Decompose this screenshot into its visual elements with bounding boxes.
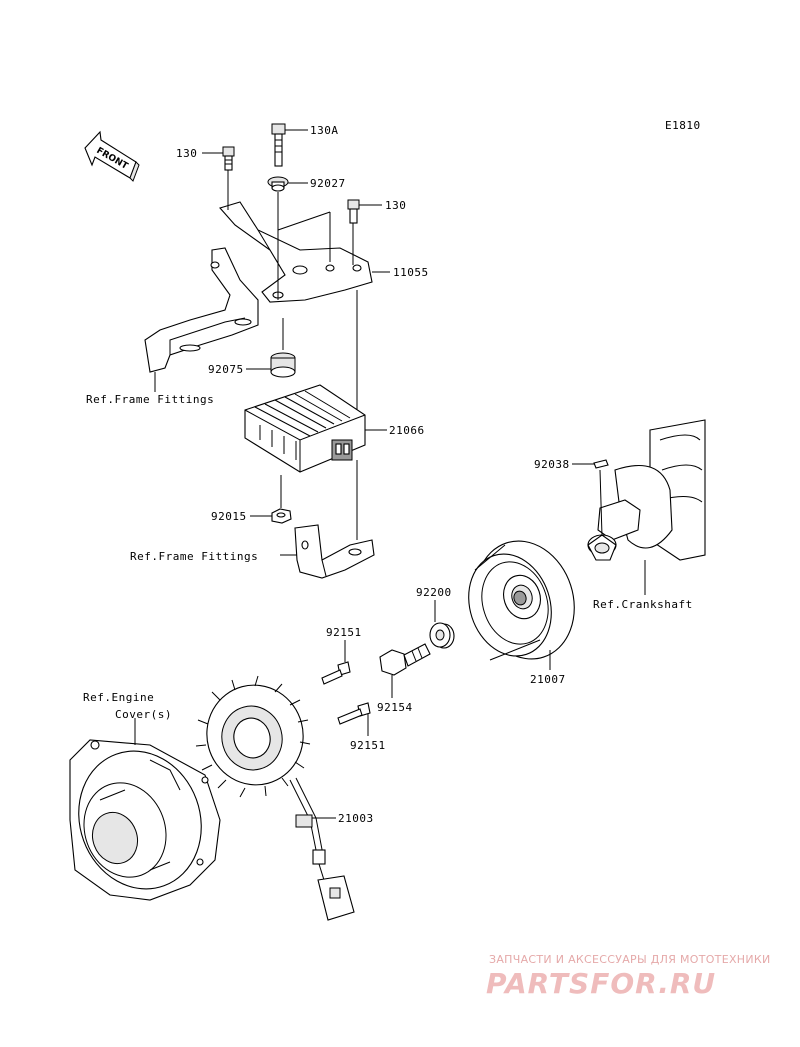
- label-92027: 92027: [310, 177, 346, 190]
- watermark-brand: PARTSFOR.RU: [486, 967, 716, 1000]
- bolt-130A: [271, 123, 286, 167]
- bolt-92154: [379, 643, 431, 676]
- nut-92015: [271, 508, 292, 524]
- bolt-130-left: [222, 146, 235, 171]
- diagram-code: E1810: [665, 119, 701, 132]
- grommet-92075: [270, 352, 296, 378]
- label-21003: 21003: [338, 812, 374, 825]
- label-130A: 130A: [310, 124, 339, 137]
- label-92154: 92154: [377, 701, 413, 714]
- label-130-right: 130: [385, 199, 406, 212]
- bolt-130-right: [347, 199, 360, 224]
- stator-lead-connector: [289, 777, 355, 921]
- bolt-92151-top: [321, 661, 351, 685]
- rotor-21007: [468, 540, 575, 661]
- label-92151-bottom: 92151: [350, 739, 386, 752]
- frame-fitting-bottom: [294, 524, 375, 579]
- label-92075: 92075: [208, 363, 244, 376]
- label-92200: 92200: [416, 586, 452, 599]
- key-92038: [593, 459, 609, 469]
- frame-fitting-top: [144, 247, 259, 373]
- label-11055: 11055: [393, 266, 429, 279]
- washer-92200: [429, 622, 455, 649]
- ref-frame-fittings-top: Ref.Frame Fittings: [86, 393, 214, 406]
- front-arrow-icon: FRONT: [84, 130, 140, 182]
- collar-92027: [267, 176, 289, 192]
- label-92038: 92038: [534, 458, 570, 471]
- watermark-tagline: ЗАПЧАСТИ И АКСЕССУАРЫ ДЛЯ МОТОТЕХНИКИ: [489, 953, 771, 966]
- ref-engine-cover-line1: Ref.Engine: [83, 691, 154, 704]
- watermark: ЗАПЧАСТИ И АКСЕССУАРЫ ДЛЯ МОТОТЕХНИКИ PA…: [486, 953, 771, 1000]
- regulator-21066: [244, 384, 366, 473]
- label-21007: 21007: [530, 673, 566, 686]
- ref-engine-cover-line2: Cover(s): [115, 708, 172, 721]
- stator-21003: [195, 675, 311, 798]
- ref-crankshaft: Ref.Crankshaft: [593, 598, 693, 611]
- label-130-left: 130: [176, 147, 197, 160]
- label-21066: 21066: [389, 424, 425, 437]
- label-92015: 92015: [211, 510, 247, 523]
- label-92151-top: 92151: [326, 626, 362, 639]
- bolt-92151-bottom: [337, 702, 371, 725]
- crankshaft: [587, 419, 706, 561]
- ref-frame-fittings-bottom: Ref.Frame Fittings: [130, 550, 258, 563]
- engine-cover: [69, 739, 221, 901]
